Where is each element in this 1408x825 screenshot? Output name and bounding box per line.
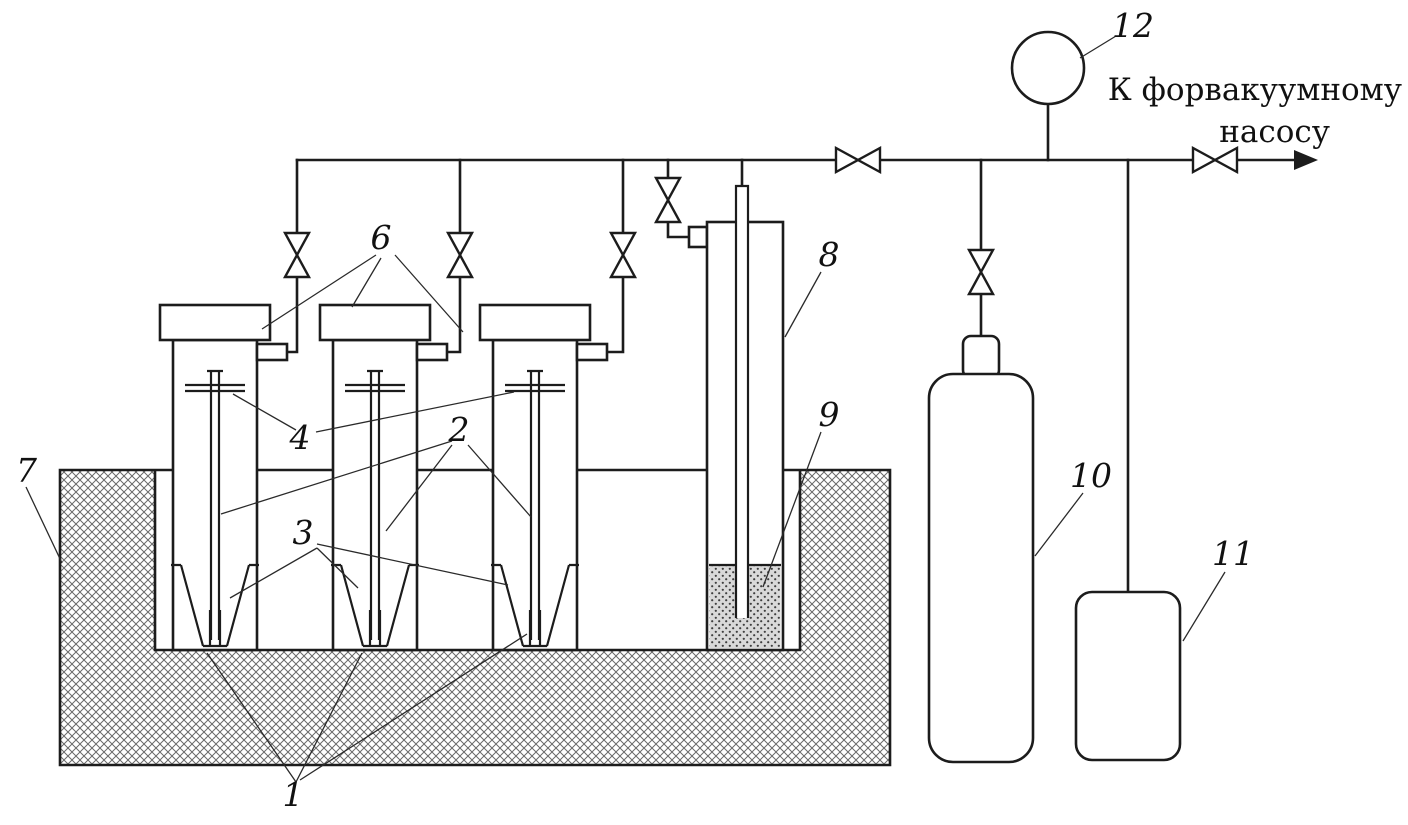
gas-cylinder-body — [927, 372, 1035, 764]
vessel-3-cap — [478, 303, 592, 342]
label-1: 1 — [283, 775, 304, 814]
valve-trap-inlet — [653, 176, 683, 224]
leader-label-7 — [25, 486, 63, 564]
valve-gas-cylinder — [966, 248, 996, 296]
label-7: 7 — [16, 451, 37, 490]
pump-annotation-line-2: насосу — [1219, 114, 1330, 150]
vessel-1-cap — [158, 303, 272, 342]
gas-cylinder — [927, 334, 1035, 764]
receiver-vessel — [1074, 590, 1182, 762]
vessel-1-body — [171, 338, 259, 652]
thermostat-bath — [58, 468, 892, 767]
leader-label-2 — [220, 440, 532, 532]
leader-label-1 — [206, 633, 528, 783]
vessel-2-gas-line — [445, 158, 462, 354]
valve-vessel-1 — [282, 231, 312, 279]
leader-label-6 — [261, 254, 464, 333]
trap-column — [687, 184, 785, 652]
reactor-vessel-2 — [318, 303, 449, 652]
vessel-2-cap — [318, 303, 432, 342]
pressure-gauge — [1010, 30, 1086, 106]
label-11: 11 — [1212, 534, 1254, 573]
valve-vessel-2 — [445, 231, 475, 279]
trap-inner-tube-fill — [736, 186, 748, 618]
vessel-1-internals — [171, 369, 259, 648]
pump-annotation-line-1: К форвакуумному — [1108, 72, 1402, 108]
label-3: 3 — [293, 513, 314, 552]
label-12: 12 — [1112, 6, 1154, 45]
gas-cylinder-neck — [961, 334, 1001, 380]
label-4: 4 — [289, 418, 311, 457]
valves — [282, 145, 1239, 296]
vessel-3-internals — [491, 369, 579, 648]
gas-manifold — [285, 102, 1318, 594]
trap-branch-line — [666, 158, 691, 239]
leader-label-3 — [229, 543, 509, 599]
valve-vessel-3 — [608, 231, 638, 279]
label-10: 10 — [1070, 456, 1112, 495]
leader-label-11 — [1182, 571, 1226, 642]
label-8: 8 — [819, 235, 840, 274]
label-9: 9 — [819, 395, 840, 434]
pump-annotation: К форвакуумному насосу — [1108, 72, 1402, 150]
label-6: 6 — [371, 218, 392, 257]
leader-label-9 — [762, 431, 822, 588]
valve-to-pump — [1191, 145, 1239, 175]
pump-arrow — [1294, 150, 1318, 170]
leader-label-4 — [232, 391, 515, 433]
trap-inner-tube — [734, 184, 750, 618]
vessel-1-gas-line — [285, 158, 299, 354]
vessel-2-outlet-port — [415, 342, 449, 362]
vessel-3-outlet-port — [575, 342, 609, 362]
vessel-3-body — [491, 338, 579, 652]
leader-label-12 — [1079, 35, 1117, 59]
reactor-vessel-3 — [478, 303, 609, 652]
vessel-1-outlet-port — [255, 342, 289, 362]
numeric-labels: 1 2 3 4 6 7 8 9 10 11 12 — [16, 6, 1254, 814]
trap-inlet-flange — [687, 225, 709, 249]
vessel-2-body — [331, 338, 419, 652]
label-2: 2 — [448, 410, 470, 449]
leader-label-10 — [1034, 492, 1084, 557]
leader-label-8 — [784, 271, 822, 338]
reactor-vessel-1 — [158, 303, 289, 652]
valve-manifold-left — [834, 145, 882, 175]
leader-lines — [25, 35, 1226, 783]
vessel-3-gas-line — [605, 158, 625, 354]
